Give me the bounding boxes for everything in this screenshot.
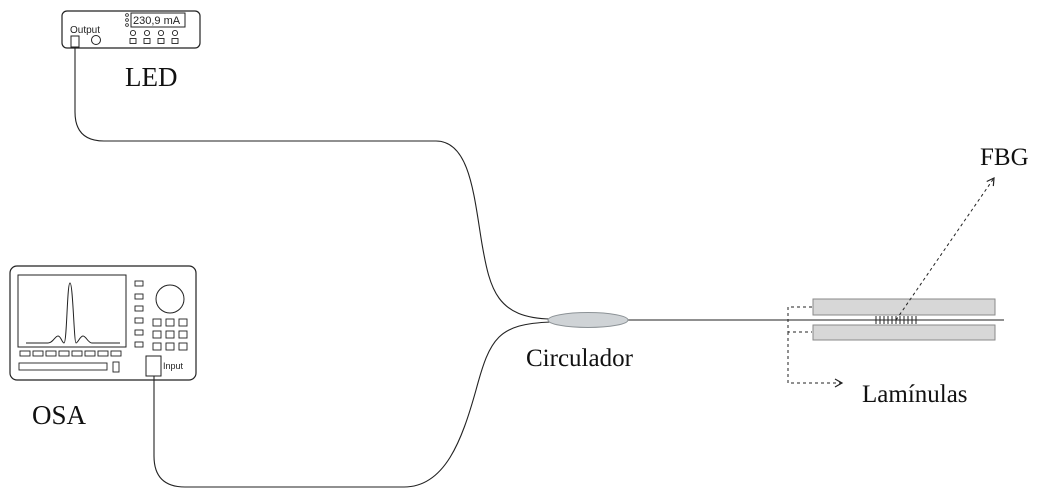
fbg-pointer-arrow — [895, 177, 995, 321]
led-device: Output 230,9 mA — [61, 10, 201, 49]
osa-device: Input — [9, 265, 197, 381]
osa-soft-keys — [134, 280, 144, 348]
led-display — [130, 12, 186, 28]
fbg-grating — [875, 316, 917, 324]
osa-slot — [18, 362, 108, 371]
osa-spectrum-trace — [26, 282, 120, 344]
fiber-led-to-circulator — [74, 47, 552, 320]
coverslip-bottom — [812, 324, 996, 341]
coverslip-pointer-arrow — [787, 306, 842, 383]
osa-function-keys — [19, 350, 122, 357]
led-label: LED — [125, 62, 177, 92]
coverslip-top — [812, 298, 996, 316]
osa-slot-button — [112, 361, 120, 373]
led-knob — [91, 35, 101, 45]
led-display-value: 230,9 mA — [133, 15, 181, 27]
coverslips-label: Lamínulas — [862, 381, 968, 408]
fbg-label: FBG — [980, 144, 1029, 171]
osa-keypad — [152, 318, 188, 351]
led-control-buttons — [129, 29, 179, 44]
osa-input-label: Input — [163, 361, 184, 371]
circulator-label: Circulador — [526, 345, 634, 372]
osa-screen — [17, 274, 127, 348]
fiber-osa-to-circulator — [153, 321, 552, 488]
osa-input-port — [145, 355, 162, 377]
led-output-port — [70, 35, 80, 48]
led-output-label: Output — [70, 25, 100, 36]
osa-knob — [155, 284, 185, 314]
circulator — [547, 312, 629, 328]
osa-label: OSA — [32, 400, 87, 430]
